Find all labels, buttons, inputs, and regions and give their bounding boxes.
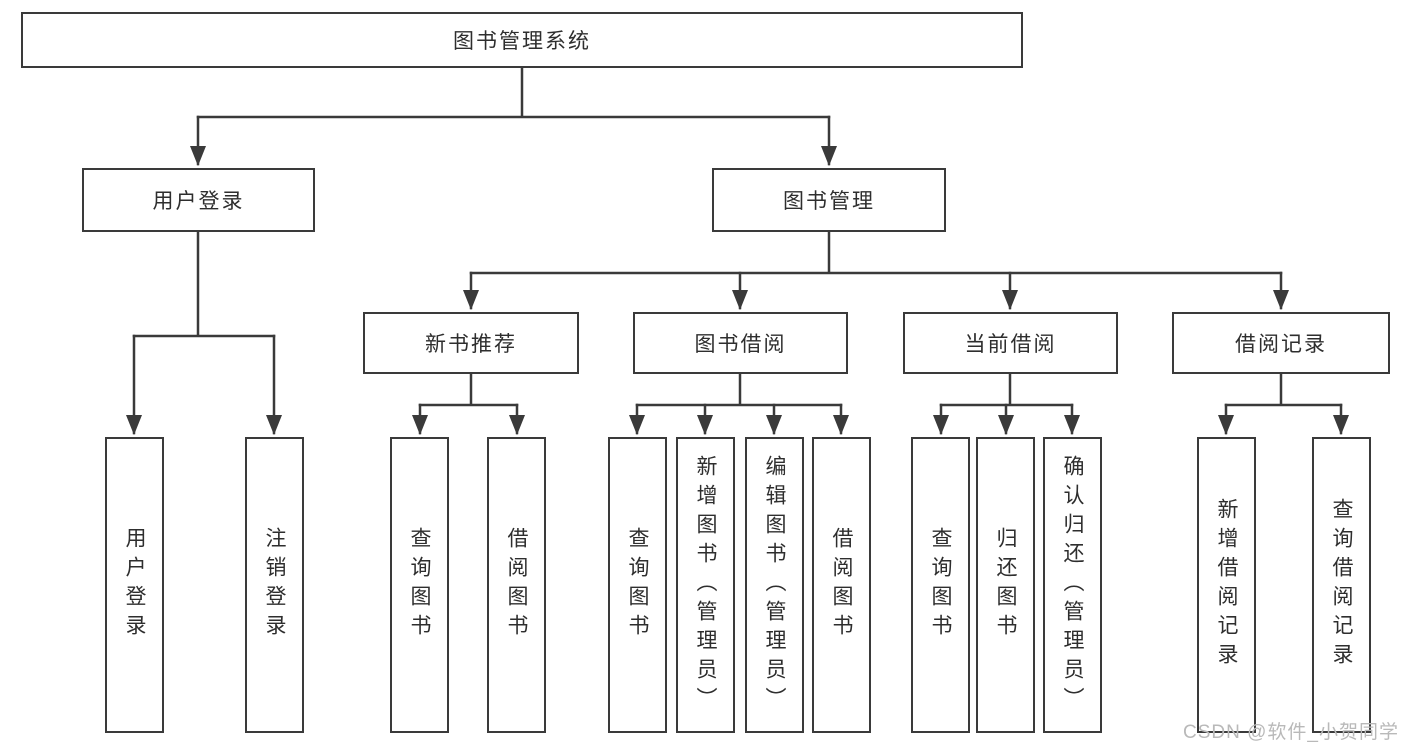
leaf-borrow-books-recommend: 借阅图书 <box>487 437 546 733</box>
node-label: 确认归还（管理员） <box>1061 454 1084 716</box>
node-label: 用户登录 <box>152 190 245 213</box>
node-label: 用户登录 <box>123 527 146 643</box>
node-label: 查询图书 <box>929 527 952 643</box>
csdn-watermark: CSDN @软件_小贺同学 <box>1183 722 1399 743</box>
node-label: 查询图书 <box>626 527 649 643</box>
node-new-book-recommendation: 新书推荐 <box>363 312 579 374</box>
leaf-query-books-borrowing: 查询图书 <box>608 437 667 733</box>
node-label: 当前借阅 <box>964 333 1057 356</box>
node-label: 新增借阅记录 <box>1215 498 1238 672</box>
node-label: 图书借阅 <box>694 333 787 356</box>
leaf-confirm-return-admin: 确认归还（管理员） <box>1043 437 1102 733</box>
node-library-management-system: 图书管理系统 <box>21 12 1023 68</box>
node-book-borrowing: 图书借阅 <box>633 312 848 374</box>
node-label: 编辑图书（管理员） <box>763 454 786 716</box>
leaf-edit-book-admin: 编辑图书（管理员） <box>745 437 804 733</box>
node-label: 归还图书 <box>994 527 1017 643</box>
node-borrowing-records: 借阅记录 <box>1172 312 1390 374</box>
node-label: 借阅记录 <box>1235 333 1327 356</box>
node-book-management: 图书管理 <box>712 168 946 232</box>
leaf-user-login: 用户登录 <box>105 437 164 733</box>
node-label: 借阅图书 <box>830 527 853 643</box>
node-user-login: 用户登录 <box>82 168 315 232</box>
node-current-borrowing: 当前借阅 <box>903 312 1118 374</box>
leaf-query-books-current: 查询图书 <box>911 437 970 733</box>
leaf-query-borrow-record: 查询借阅记录 <box>1312 437 1371 733</box>
node-label: 图书管理 <box>783 190 875 213</box>
node-label: 查询图书 <box>408 527 431 643</box>
leaf-add-book-admin: 新增图书（管理员） <box>676 437 735 733</box>
leaf-return-books: 归还图书 <box>976 437 1035 733</box>
node-label: 查询借阅记录 <box>1330 498 1353 672</box>
node-label: 注销登录 <box>263 527 286 643</box>
node-label: 新增图书（管理员） <box>694 454 717 716</box>
node-label: 图书管理系统 <box>453 30 591 53</box>
leaf-query-books-recommend: 查询图书 <box>390 437 449 733</box>
leaf-add-borrow-record: 新增借阅记录 <box>1197 437 1256 733</box>
node-label: 新书推荐 <box>425 333 517 356</box>
node-label: 借阅图书 <box>505 527 528 643</box>
leaf-logout: 注销登录 <box>245 437 304 733</box>
leaf-borrow-books-borrowing: 借阅图书 <box>812 437 871 733</box>
